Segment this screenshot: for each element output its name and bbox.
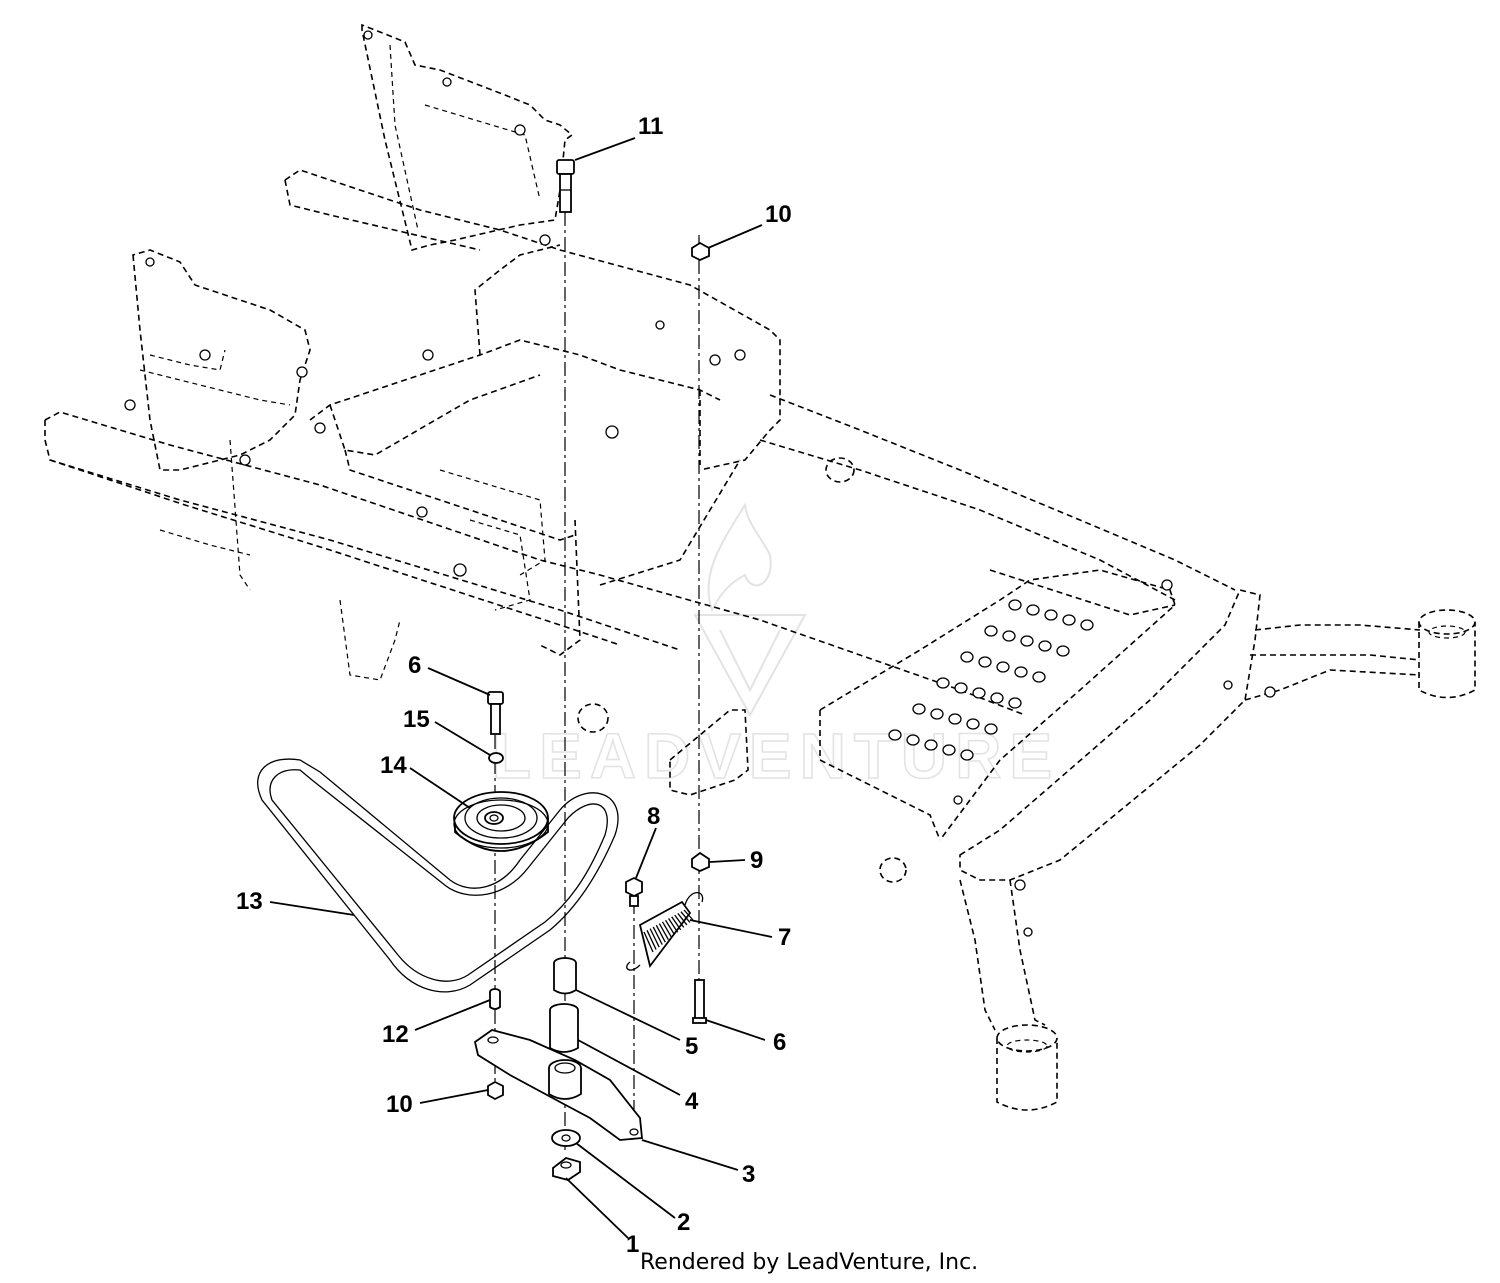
assembly-centerlines [494, 212, 700, 1150]
mower-frame [44, 23, 1476, 1111]
shoulder-bolt-part-8 [625, 876, 643, 907]
foot-plate-holes [888, 599, 1094, 761]
foot-plate-hole [1056, 645, 1070, 657]
foot-plate-hole [936, 677, 950, 689]
washer-part-15 [488, 752, 504, 764]
spring-coil [658, 923, 669, 941]
nut-part-1 [552, 1157, 581, 1181]
foot-plate-hole [1038, 640, 1052, 652]
callout-6-upper: 6 [408, 652, 421, 679]
foot-plate-hole [978, 656, 992, 668]
callout-10-top: 10 [765, 201, 792, 228]
leadventure-watermark: LEADVENTURE [491, 502, 1060, 793]
callout-4: 4 [685, 1088, 699, 1115]
spring-coil [671, 916, 682, 931]
spring-coil [683, 909, 694, 921]
foot-plate-hole [984, 723, 998, 735]
callout-14: 14 [380, 752, 407, 779]
bolt-part-11 [556, 159, 575, 213]
spring-coil [680, 911, 691, 923]
watermark-text: LEADVENTURE [492, 720, 1060, 792]
nut-part-9 [691, 851, 710, 872]
spring-coil [661, 921, 673, 938]
idler-arm-part-3 [473, 1029, 643, 1141]
foot-plate-hole [912, 703, 926, 715]
spring-coil [664, 919, 676, 936]
callout-8: 8 [647, 803, 660, 830]
foot-plate-hole [948, 713, 962, 725]
foot-plate-hole [1062, 614, 1076, 626]
foot-plate-hole [1014, 666, 1028, 678]
foot-plate-hole [1008, 697, 1022, 709]
callout-9: 9 [750, 847, 763, 874]
foot-plate-hole [942, 744, 956, 756]
spacer-part-5 [553, 957, 577, 995]
foot-plate-hole [972, 687, 986, 699]
foot-plate-hole [1002, 630, 1016, 642]
callout-11: 11 [638, 113, 663, 140]
foot-plate-hole [984, 625, 998, 637]
foot-plate-hole [1044, 609, 1058, 621]
callout-13: 13 [236, 888, 263, 915]
spring-coil [649, 928, 660, 948]
foot-plate-hole [960, 749, 974, 761]
callout-7: 7 [778, 924, 791, 951]
foot-plate-hole [906, 734, 920, 746]
foot-plate-hole [966, 718, 980, 730]
callout-15: 15 [403, 706, 430, 733]
nut-part-10-bottom [487, 1080, 504, 1101]
spring-coil [646, 930, 657, 950]
foot-plate-hole [1026, 604, 1040, 616]
bolt-part-6-lower [692, 979, 707, 1024]
callout-3: 3 [742, 1161, 755, 1188]
foot-plate-hole [1008, 599, 1022, 611]
foot-plate-hole [888, 729, 902, 741]
spring-coil [652, 926, 663, 945]
foot-plate-hole [954, 682, 968, 694]
foot-plate-hole [1080, 619, 1094, 631]
callout-12: 12 [382, 1021, 409, 1048]
spacer-part-12 [489, 988, 501, 1010]
spring-part-7 [626, 891, 704, 971]
foot-plate-hole [930, 708, 944, 720]
spring-coil [668, 918, 679, 933]
foot-plate-hole [996, 661, 1010, 673]
spring-coil [674, 914, 685, 928]
bolt-part-6-upper [487, 691, 504, 735]
leader-lines [269, 137, 773, 1239]
foot-plate-hole [924, 739, 938, 751]
callout-1: 1 [626, 1231, 639, 1258]
spring-coil [643, 931, 654, 953]
spring-coil [655, 924, 666, 943]
belt-part-13 [257, 758, 619, 993]
spring-coil [677, 912, 688, 926]
idler-pulley-part-14 [453, 791, 549, 852]
callout-2: 2 [677, 1209, 690, 1236]
callout-10-bottom: 10 [386, 1091, 413, 1118]
washer-part-2 [551, 1129, 581, 1147]
foot-plate-hole [990, 692, 1004, 704]
foot-plate-hole [1032, 671, 1046, 683]
foot-plate-hole [1020, 635, 1034, 647]
callout-5: 5 [685, 1033, 698, 1060]
nut-part-10-top [691, 241, 710, 261]
foot-plate-hole [960, 651, 974, 663]
callout-6-lower: 6 [773, 1029, 786, 1056]
bushing-part-4 [549, 1003, 579, 1053]
callout-labels: 11 10 6 15 14 8 9 13 7 12 5 6 4 10 3 2 1 [236, 113, 792, 1258]
render-credit: Rendered by LeadVenture, Inc. [640, 1250, 979, 1275]
